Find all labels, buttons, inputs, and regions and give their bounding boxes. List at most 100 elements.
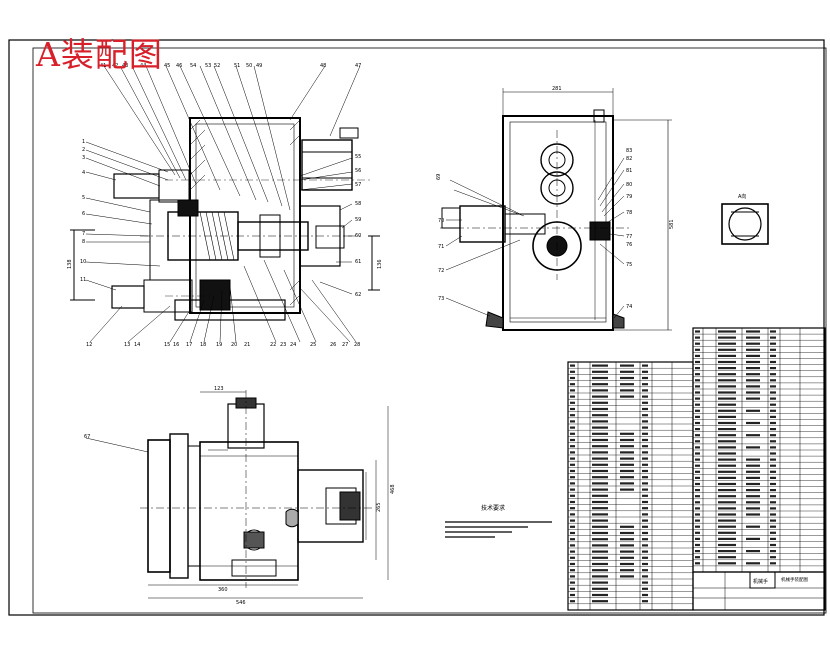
parts-list-entry xyxy=(718,367,736,370)
parts-list-entry xyxy=(718,464,736,467)
callout-69: 69 xyxy=(436,174,442,180)
parts-list-entry xyxy=(642,513,648,516)
a-direction-view xyxy=(721,203,769,245)
parts-list-entry xyxy=(770,452,776,455)
parts-list-entry xyxy=(770,428,776,431)
callout-10: 10 xyxy=(80,259,86,265)
dim-bottom-mid: 265 xyxy=(376,502,382,512)
parts-list-entry xyxy=(570,587,575,590)
plan-view xyxy=(85,390,389,599)
parts-list-entry xyxy=(695,458,700,461)
parts-list-entry xyxy=(718,428,736,431)
parts-list-entry xyxy=(620,482,634,485)
parts-list-entry xyxy=(570,445,575,448)
parts-list-entry xyxy=(592,538,608,541)
parts-list-entry xyxy=(718,403,736,406)
parts-list-entry xyxy=(718,501,736,504)
parts-list-entry xyxy=(570,420,575,423)
parts-list-entry xyxy=(695,421,700,425)
parts-list-entry xyxy=(642,488,648,491)
parts-list-entry xyxy=(570,469,575,473)
parts-list-entry xyxy=(746,470,760,473)
parts-list-entry xyxy=(695,354,700,357)
parts-list-entry xyxy=(695,373,700,376)
parts-list-entry xyxy=(718,391,736,394)
parts-list-entry xyxy=(592,364,608,367)
parts-list-entry xyxy=(746,525,760,528)
callout-70: 70 xyxy=(438,218,444,224)
callout-51: 51 xyxy=(234,63,240,69)
parts-list-entry xyxy=(642,544,648,547)
parts-list-entry xyxy=(746,342,760,345)
dim-bottom-outer: 546 xyxy=(236,600,246,606)
parts-list-entry xyxy=(718,446,736,449)
parts-list-entry xyxy=(695,336,700,339)
parts-list-entry xyxy=(570,401,575,404)
callout-62: 62 xyxy=(355,292,361,298)
parts-list-entry xyxy=(642,507,648,510)
plan-view-labels: 67 123 360 546 468 265 xyxy=(84,386,396,606)
callout-73: 73 xyxy=(438,296,444,302)
parts-list-entry xyxy=(770,531,776,534)
parts-list-entry xyxy=(746,336,760,339)
parts-list-entry xyxy=(718,397,736,400)
parts-list-entry xyxy=(695,391,700,394)
callout-20: 20 xyxy=(231,342,237,348)
parts-list-entry xyxy=(570,531,575,535)
callout-2: 2 xyxy=(82,147,85,153)
technical-requirements: 技术要求 xyxy=(445,504,552,538)
parts-list-entry xyxy=(770,489,776,492)
parts-list-entry xyxy=(570,364,575,367)
parts-list-entry xyxy=(592,581,608,584)
parts-list-entry xyxy=(770,415,776,418)
parts-list-entry xyxy=(770,519,776,522)
parts-list-entry xyxy=(592,507,608,510)
parts-list-entry xyxy=(695,537,700,540)
callout-71: 71 xyxy=(438,244,444,250)
parts-list-entry xyxy=(746,373,760,376)
callout-17: 17 xyxy=(186,342,192,348)
parts-list-entry xyxy=(642,463,648,466)
parts-list-entry xyxy=(620,525,634,528)
parts-list-entry xyxy=(746,495,760,498)
parts-list-entry xyxy=(695,501,700,504)
parts-list-entry xyxy=(718,489,736,492)
parts-list-entry xyxy=(695,556,700,559)
parts-list-entry xyxy=(695,482,700,486)
callout-27: 27 xyxy=(342,342,348,348)
callout-42: 42 xyxy=(112,63,118,69)
parts-list-entry xyxy=(746,513,760,516)
parts-list-entry xyxy=(695,476,700,479)
parts-list-entry xyxy=(592,569,608,572)
dim-bottom-inner: 360 xyxy=(218,587,228,593)
parts-list-entry xyxy=(620,569,634,572)
parts-list-entry xyxy=(642,395,648,398)
parts-list-entry xyxy=(746,507,760,510)
callout-59: 59 xyxy=(355,217,361,223)
parts-list-entry xyxy=(695,440,700,443)
parts-list-entry xyxy=(770,421,776,425)
parts-list-entry xyxy=(695,330,700,333)
parts-list-entry xyxy=(570,488,575,491)
parts-list-entry xyxy=(592,426,608,429)
parts-list-entry xyxy=(592,550,608,553)
callout-57: 57 xyxy=(355,182,361,188)
callout-16: 16 xyxy=(173,342,179,348)
callout-56: 56 xyxy=(355,168,361,174)
parts-list-entry xyxy=(770,476,776,479)
parts-list-entry xyxy=(770,367,776,370)
parts-list-entry xyxy=(592,383,608,386)
callout-44: 44 xyxy=(140,63,146,69)
callout-21: 21 xyxy=(244,342,250,348)
callout-45: 45 xyxy=(164,63,170,69)
parts-list-entry xyxy=(642,525,648,528)
callout-48: 48 xyxy=(320,63,326,69)
tech-requirements-title: 技术要求 xyxy=(481,504,505,512)
parts-list-entry xyxy=(695,531,700,534)
parts-list-entry xyxy=(695,428,700,431)
callout-5: 5 xyxy=(82,195,85,201)
parts-list-entry xyxy=(746,385,760,388)
parts-list-entry xyxy=(592,562,608,566)
parts-list-entry xyxy=(718,342,736,345)
